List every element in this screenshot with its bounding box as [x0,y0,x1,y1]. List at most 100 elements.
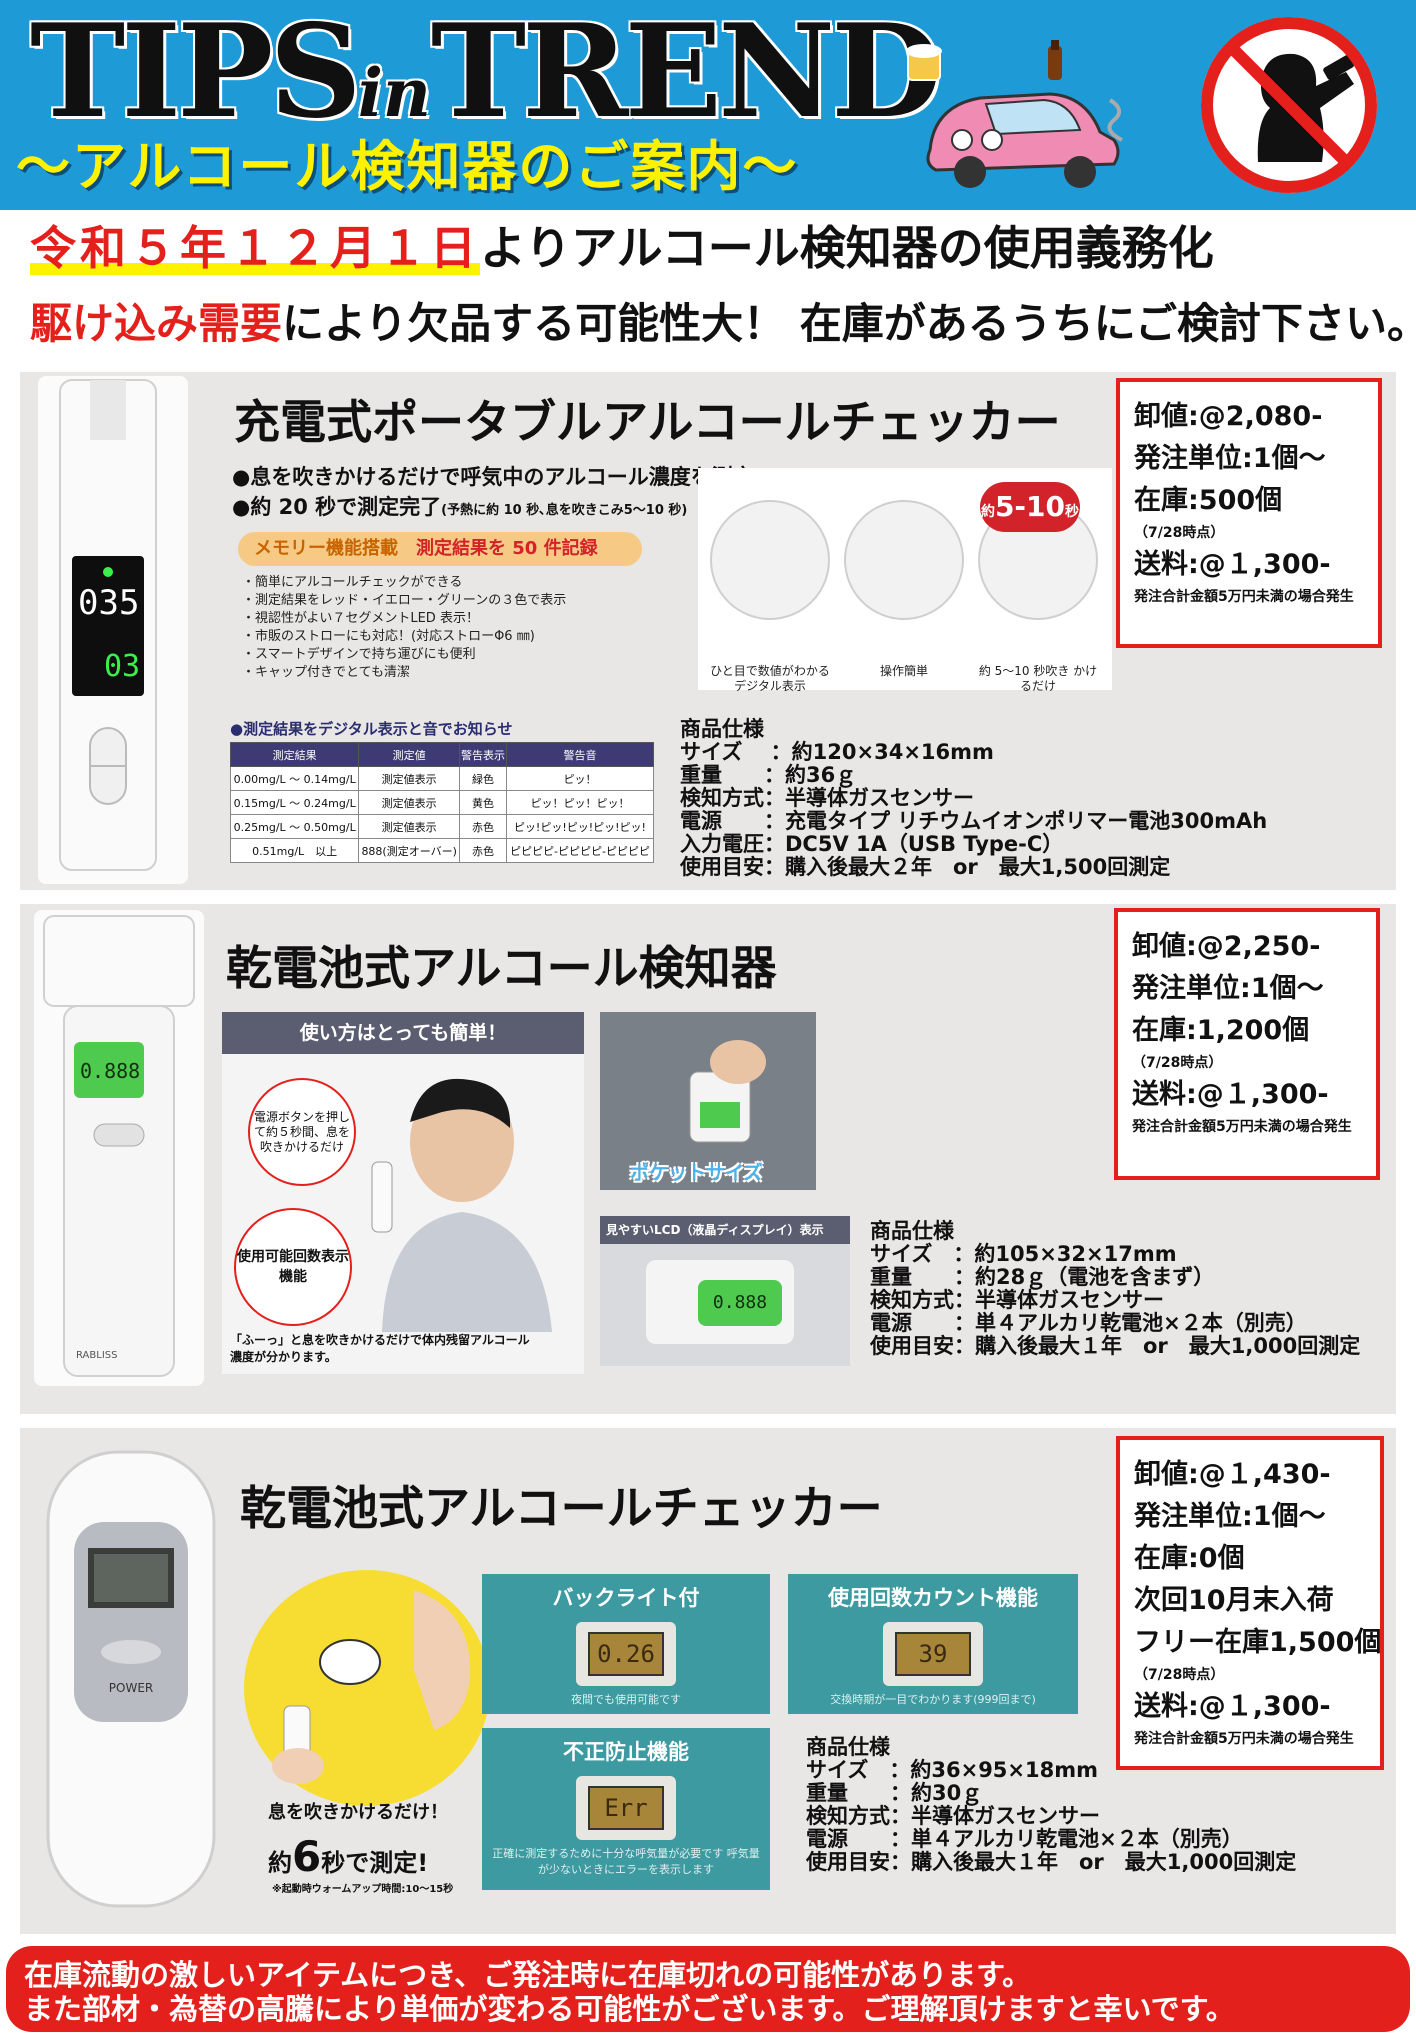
shipping-fee: 送料:@１,300- [1134,1691,1331,1722]
shipping-note: 発注合計金額5万円未満の場合発生 [1134,1731,1354,1747]
device-brand-label: RABLISS [76,1350,117,1361]
battery-detector-photo: 0.888 RABLISS [34,910,204,1386]
feature-bullets: ●息を吹きかけるだけで呼気中のアルコール濃度を測定 ●約 20 秒で測定完了(予… [232,465,754,519]
brand-title: TIPSinTREND [30,0,942,147]
photo-caption: 約 5〜10 秒吹き かけるだけ [978,664,1098,693]
spec-title: 商品仕様 [870,1219,954,1243]
spec-list: 商品仕様 サイズ ：約36×95×18mm 重量 ：約30ｇ 検知方式：半導体ガ… [806,1736,1296,1874]
spec-line: サイズ ：約120×34×16mm [680,740,994,764]
spec-title: 商品仕様 [806,1735,890,1759]
wholesale-price: 卸値:@１,430- [1134,1459,1331,1490]
battery-checker-photo: POWER [46,1450,216,1908]
lcd-device-image: 0.888 [646,1260,794,1344]
product-title: 充電式ポータブルアルコールチェッカー [234,395,1061,449]
lcd-reading: Err [588,1786,664,1830]
spec-line: 重量 ：約28ｇ（電池を含まず） [870,1265,1215,1289]
man-blowing-photo [371,1078,552,1332]
list-item: ・視認性がよい７セグメントLED 表示！ [242,611,479,626]
drunk-car-illustration [906,40,1123,188]
notice-line: 在庫流動の激しいアイテムにつき、ご発注時に在庫切れの可能性があります。 [24,1958,1032,1992]
shipping-note: 発注合計金額5万円未満の場合発生 [1132,1119,1352,1135]
pocket-size-label: ポケットサイズ [630,1162,763,1184]
photo-caption: 操作簡単 [879,664,928,678]
spec-line: 重量 ：約36ｇ [680,763,857,787]
svg-text:0.888: 0.888 [80,1059,140,1083]
feature-photo-trio: ひと目で数値がわかる デジタル表示 操作簡単 約 5〜10 秒吹き かけるだけ [698,468,1112,693]
how-to-caption: 「ふーっ」と息を吹きかけるだけで体内残留アルコール 濃度が分かります。 [230,1333,530,1364]
lcd-card-header: 見やすいLCD（液晶ディスプレイ）表示 [600,1216,850,1244]
spec-line: サイズ ：約36×95×18mm [806,1758,1098,1782]
lcd-screen-image: Err [576,1776,676,1840]
lcd-screen-image: 39 [883,1622,983,1686]
price-box: 卸値:@2,250- 発注単位:1個〜 在庫:1,200個 （7/28時点） 送… [1114,908,1380,1180]
spec-line: 検知方式：半導体ガスセンサー [806,1804,1100,1828]
lcd-screen-image: 0.26 [576,1622,676,1686]
demand-warning: 駆け込み需要により欠品する可能性大！ 在庫があるうちにご検討下さい。 [30,299,1416,348]
list-item: ・市販のストローにも対応！(対応ストローΦ6 ㎜) [242,629,535,644]
callout-bubble: 電源ボタンを押して約５秒間、息を吹きかけるだけ [248,1078,356,1186]
stock-notice-banner: 在庫流動の激しいアイテムにつき、ご発注時に在庫切れの可能性があります。 また部材… [6,1946,1410,2032]
feature-caption: 正確に測定するために十分な呼気量が必要です 呼気量が少ないときにエラーを表示しま… [492,1847,760,1876]
shipping-note: 発注合計金額5万円未満の場合発生 [1134,589,1354,605]
spec-line: 重量 ：約30ｇ [806,1781,983,1805]
shipping-fee: 送料:@１,300- [1132,1079,1329,1110]
lcd-reading: 0.26 [588,1632,664,1676]
header-banner: TIPSinTREND 〜アルコール検知器のご案内〜 [0,0,1416,210]
spec-line: 使用目安：購入後最大１年 or 最大1,000回測定 [870,1334,1361,1358]
list-item: ・スマートデザインで持ち運びにも便利 [242,647,476,662]
rechargeable-checker-photo: 035 03 [38,376,188,884]
feature-title: バックライト付 [552,1586,700,1610]
warmup-note: ※起動時ウォームアップ時間:10〜15秒 [272,1884,454,1895]
header-subtitle: 〜アルコール検知器のご案内〜 [16,135,799,198]
svg-text:03: 03 [104,649,140,684]
breath-caption: 息を吹きかけるだけ！ [268,1802,448,1823]
callout-bubble: 使用可能回数表示機能 [234,1208,352,1326]
lcd-reading: 39 [895,1632,971,1676]
feature-caption: 夜間でも使用可能です [571,1693,681,1706]
how-to-use-card: 使い方はとっても簡単！ 電源ボタンを押して約５秒間、息を吹きかけるだけ 使用可能… [222,1012,584,1374]
result-table-title: ●測定結果をデジタル表示と音でお知らせ [230,720,513,738]
list-item: ・キャップ付きでとても清潔 [242,665,410,680]
lcd-reading: 0.888 [698,1280,782,1326]
no-drinking-sign-icon [1201,17,1377,193]
shipping-fee: 送料:@１,300- [1134,549,1331,580]
lcd-display-card: 見やすいLCD（液晶ディスプレイ）表示 0.888 [600,1216,850,1366]
feature-title: 不正防止機能 [563,1740,689,1764]
feature-list: ・簡単にアルコールチェックができる ・測定結果をレッド・イエロー・グリーンの３色… [242,574,566,682]
mandate-date: 令和５年１２月１日 [30,221,480,275]
stock-count: 在庫:500個 [1134,485,1283,516]
order-unit: 発注単位:1個〜 [1134,443,1326,474]
list-item: ・簡単にアルコールチェックができる [242,575,463,590]
memory-badge: メモリー機能搭載 測定結果を 50 件記録 [238,532,642,566]
spec-line: 電源 ：充電タイプ リチウムイオンポリマー電池300mAh [680,809,1268,833]
feature-title: 使用回数カウント機能 [828,1586,1038,1610]
hand-holding-device-illustration [689,1040,766,1143]
spec-line: 電源 ：単４アルカリ乾電池×２本（別売） [870,1311,1307,1335]
price-box: 卸値:@2,080- 発注単位:1個〜 在庫:500個 （7/28時点） 送料:… [1116,378,1382,648]
stock-date: （7/28時点） [1132,1055,1223,1071]
photo-caption: ひと目で数値がわかる デジタル表示 [710,664,830,693]
feature-caption: 交換時期が一目でわかります(999回まで) [830,1693,1036,1706]
restock-date: 次回10月末入荷 [1134,1585,1334,1616]
spec-line: 入力電圧：DC5V 1A（USB Type-C） [680,832,1064,856]
wholesale-price: 卸値:@2,250- [1132,931,1321,962]
svg-text:035: 035 [78,583,139,623]
anti-fraud-feature-card: 不正防止機能 Err 正確に測定するために十分な呼気量が必要です 呼気量が少ない… [482,1728,770,1890]
order-unit: 発注単位:1個〜 [1134,1501,1326,1532]
spec-line: 電源 ：単４アルカリ乾電池×２本（別売） [806,1827,1243,1851]
order-unit: 発注単位:1個〜 [1132,973,1324,1004]
product-panel-battery-checker: POWER 乾電池式アルコールチェッカー 息を吹きかけるだけ！ 約6秒で測定! … [20,1428,1396,1934]
product-title: 乾電池式アルコールチェッカー [240,1481,883,1535]
usage-count-feature-card: 使用回数カウント機能 39 交換時期が一目でわかります(999回まで) [788,1574,1078,1714]
display-closeup-photo [710,500,830,620]
product-panel-rechargeable-checker: 035 03 充電式ポータブルアルコールチェッカー ●息を吹きかけるだけで呼気中… [20,372,1396,890]
face-and-hand-illustration [272,1590,471,1784]
price-box: 卸値:@１,430- 発注単位:1個〜 在庫:0個 次回10月末入荷 フリー在庫… [1116,1436,1384,1770]
spec-line: 検知方式：半導体ガスセンサー [870,1288,1164,1312]
button-closeup-photo [844,500,964,620]
six-seconds-caption: 約6秒で測定! [268,1832,429,1881]
